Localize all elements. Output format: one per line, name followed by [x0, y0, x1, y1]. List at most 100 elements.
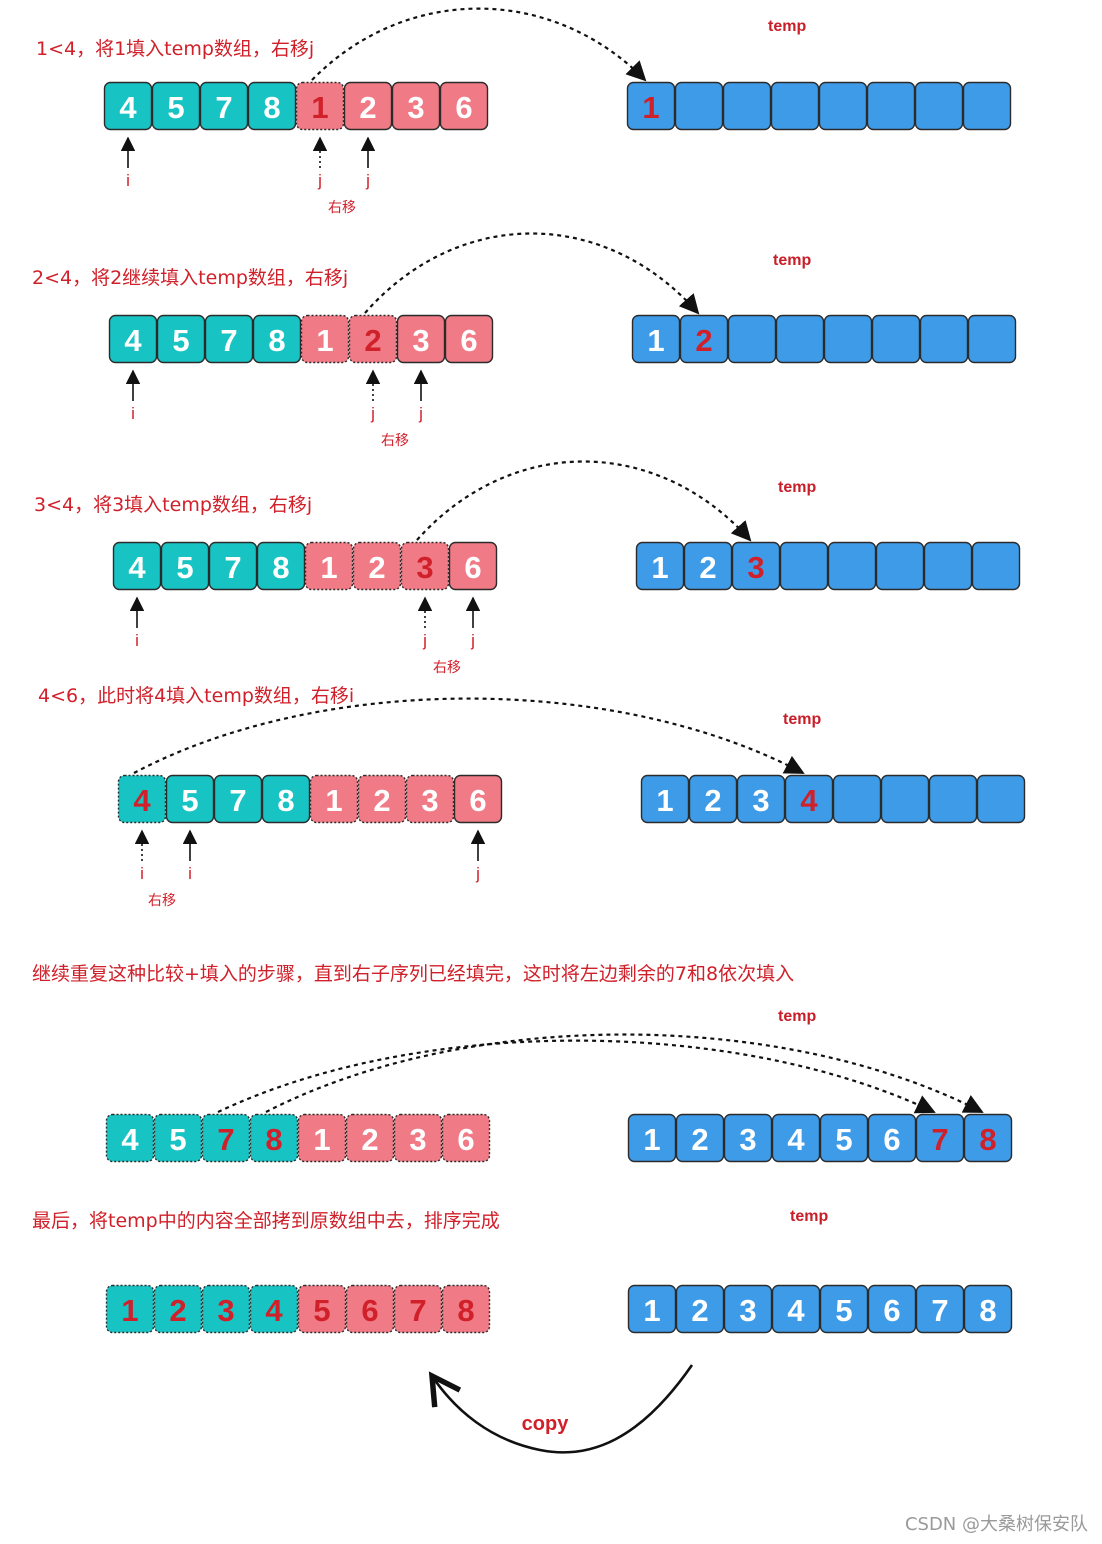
step-2-orig-value-3: 8 — [268, 323, 285, 358]
step-4-temp-cell-1 — [688, 774, 738, 824]
step-2-pointer-label-2: j — [418, 404, 423, 423]
step-4-temp-cell-3 — [784, 774, 834, 824]
step-3-temp-cell-0 — [635, 541, 685, 591]
step-6-orig-cell-4 — [297, 1284, 347, 1334]
step-6-temp-cell-2 — [723, 1284, 773, 1334]
step-5-temp-cell-5 — [867, 1113, 917, 1163]
step-1-temp-cell-3 — [770, 81, 820, 131]
step-3-caption: 3<4，将3填入temp数组，右移j — [34, 494, 313, 516]
step-5-temp-label: temp — [778, 1008, 817, 1025]
step-4-orig-value-6: 3 — [421, 783, 438, 818]
step-4-orig-cell-6 — [405, 774, 455, 824]
step-4-temp-label: temp — [783, 711, 822, 728]
step-5-orig-value-6: 3 — [409, 1122, 426, 1157]
step-4-orig-cell-7 — [453, 774, 503, 824]
step-2-temp-value-0: 1 — [647, 323, 664, 358]
copy-label: copy — [522, 1413, 570, 1435]
step-2-move-label: 右移 — [381, 432, 409, 448]
step-4-orig-cell-1 — [165, 774, 215, 824]
step-5-temp-value-5: 6 — [883, 1122, 900, 1157]
step-5-orig-cell-2 — [201, 1113, 251, 1163]
step-3-move-label: 右移 — [433, 659, 461, 675]
step-5-orig-value-3: 8 — [265, 1122, 282, 1157]
step-6-orig-value-3: 4 — [265, 1293, 283, 1328]
step-1-temp-cell-5 — [866, 81, 916, 131]
step-3-temp-cell-2 — [731, 541, 781, 591]
step-2-temp-cell-7 — [967, 314, 1017, 364]
step-5-orig-value-0: 4 — [121, 1122, 139, 1157]
step-2-pointer-label-1: j — [370, 404, 375, 423]
step-6-temp-value-0: 1 — [643, 1293, 660, 1328]
step-1-orig-value-1: 5 — [167, 90, 184, 125]
step-3-orig-cell-2 — [208, 541, 258, 591]
step-4-temp-value-2: 3 — [752, 783, 769, 818]
step-2-orig-cell-4 — [300, 314, 350, 364]
step-3-orig-value-1: 5 — [176, 550, 193, 585]
step-4-orig-value-7: 6 — [469, 783, 486, 818]
step-4-temp-cell-5 — [880, 774, 930, 824]
step-5-temp-cell-7 — [963, 1113, 1013, 1163]
step-4-temp-cell-0 — [640, 774, 690, 824]
step-3-temp-value-2: 3 — [747, 550, 764, 585]
step-5-temp-cell-4 — [819, 1113, 869, 1163]
step-4-orig-value-3: 8 — [277, 783, 294, 818]
step-3-temp-cell-1 — [683, 541, 733, 591]
step-4-orig-value-4: 1 — [325, 783, 342, 818]
step-5-orig-cell-5 — [345, 1113, 395, 1163]
step-6-temp-cell-0 — [627, 1284, 677, 1334]
step-1-temp-cell-7 — [962, 81, 1012, 131]
step-2-orig-value-2: 7 — [220, 323, 237, 358]
step-2-pointer-label-0: i — [131, 404, 135, 423]
step-2-orig-value-0: 4 — [124, 323, 142, 358]
step-4-orig-cell-0 — [117, 774, 167, 824]
step-3-orig-cell-5 — [352, 541, 402, 591]
step-3-orig-cell-0 — [112, 541, 162, 591]
step-4-temp-value-0: 1 — [656, 783, 673, 818]
step-1-fill-arrow-0 — [311, 7, 647, 82]
step-5-orig-cell-4 — [297, 1113, 347, 1163]
step-5-caption: 继续重复这种比较+填入的步骤，直到右子序列已经填完，这时将左边剩余的7和8依次填… — [32, 963, 795, 985]
step-1-orig-value-7: 6 — [455, 90, 472, 125]
step-3-pointer-label-2: j — [470, 631, 475, 650]
step-3-pointer-label-1: j — [422, 631, 427, 650]
step-5-fill-arrow-1 — [265, 1033, 984, 1113]
step-6-temp-cell-5 — [867, 1284, 917, 1334]
step-5-temp-value-2: 3 — [739, 1122, 756, 1157]
step-4-temp-value-3: 4 — [800, 783, 818, 818]
step-2-orig-value-4: 1 — [316, 323, 333, 358]
step-3-orig-value-3: 8 — [272, 550, 289, 585]
step-2-orig-cell-7 — [444, 314, 494, 364]
step-5-temp-cell-3 — [771, 1113, 821, 1163]
step-1-orig-cell-1 — [151, 81, 201, 131]
step-5-orig-cell-7 — [441, 1113, 491, 1163]
step-1-orig-value-2: 7 — [215, 90, 232, 125]
step-6-temp-value-7: 8 — [979, 1293, 996, 1328]
step-5-orig-cell-1 — [153, 1113, 203, 1163]
step-1-orig-value-4: 1 — [311, 90, 328, 125]
step-3-temp-cell-6 — [923, 541, 973, 591]
step-6-temp-cell-1 — [675, 1284, 725, 1334]
step-2-temp-label: temp — [773, 252, 812, 269]
step-3-orig-cell-4 — [304, 541, 354, 591]
step-1-orig-cell-5 — [343, 81, 393, 131]
step-3-temp-cell-5 — [875, 541, 925, 591]
step-4-temp-value-1: 2 — [704, 783, 721, 818]
step-6-orig-cell-5 — [345, 1284, 395, 1334]
step-3-orig-value-7: 6 — [464, 550, 481, 585]
step-1-orig-cell-3 — [247, 81, 297, 131]
step-4-orig-value-0: 4 — [133, 783, 151, 818]
step-4-temp-cell-6 — [928, 774, 978, 824]
step-6-orig-value-6: 7 — [409, 1293, 426, 1328]
step-3-orig-value-2: 7 — [224, 550, 241, 585]
step-5-orig-value-7: 6 — [457, 1122, 474, 1157]
step-1-orig-cell-7 — [439, 81, 489, 131]
step-3-orig-value-6: 3 — [416, 550, 433, 585]
step-1-temp-cell-1 — [674, 81, 724, 131]
step-1-orig-value-3: 8 — [263, 90, 280, 125]
step-4-orig-cell-4 — [309, 774, 359, 824]
step-2-orig-value-5: 2 — [364, 323, 381, 358]
step-6-temp-value-3: 4 — [787, 1293, 805, 1328]
step-3-orig-value-5: 2 — [368, 550, 385, 585]
